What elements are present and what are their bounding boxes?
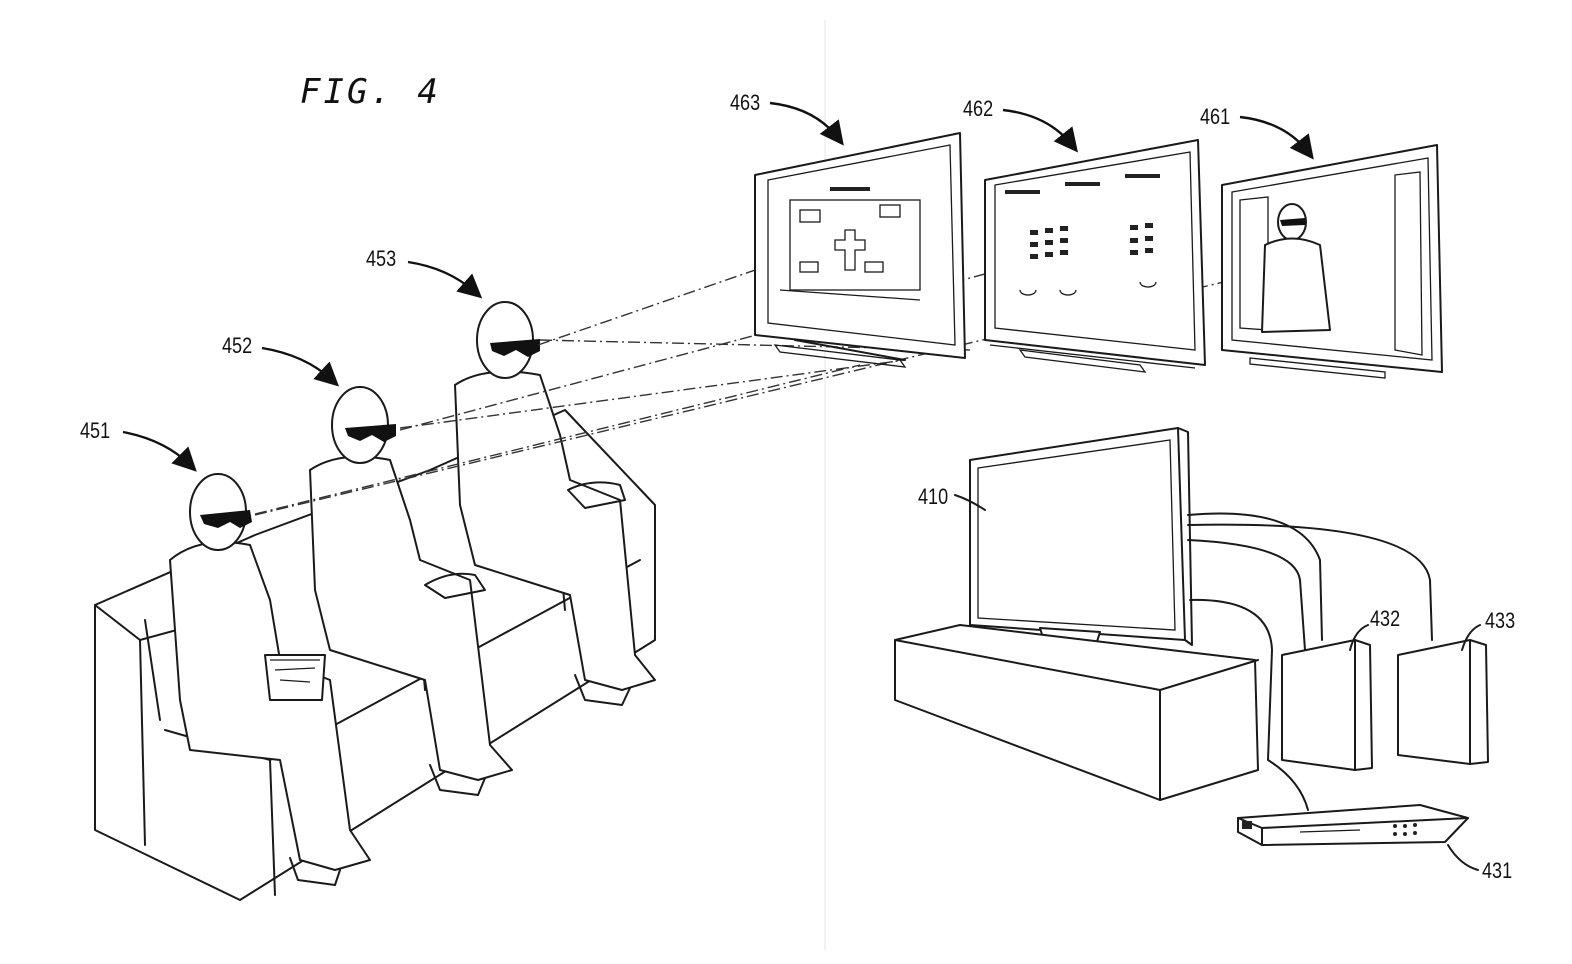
- label-display-410: 410: [918, 484, 949, 509]
- label-player-431: 431: [1482, 858, 1513, 883]
- viewer-451: [169, 473, 371, 886]
- label-console-433: 433: [1485, 608, 1516, 633]
- leader-arrows: [122, 101, 1481, 871]
- display-410: [969, 427, 1193, 656]
- viewer-453: [454, 301, 656, 706]
- figure-title: FIG. 4: [300, 72, 441, 112]
- label-viewer-453: 453: [366, 246, 397, 271]
- tv-stand: [894, 624, 1259, 801]
- viewer-452: [309, 386, 513, 796]
- label-screen-463: 463: [730, 90, 761, 115]
- screen-461: [1221, 144, 1443, 379]
- console-433: [1397, 639, 1489, 765]
- screen-463: [754, 132, 966, 368]
- label-viewer-452: 452: [222, 333, 253, 358]
- console-432: [1281, 639, 1373, 771]
- label-screen-462: 462: [963, 96, 994, 121]
- label-console-432: 432: [1370, 606, 1401, 631]
- invaders-grid: [1030, 223, 1153, 259]
- label-viewer-451: 451: [80, 418, 111, 443]
- player-431: [1237, 804, 1469, 846]
- label-screen-461: 461: [1200, 104, 1231, 129]
- cables: [1187, 512, 1433, 811]
- screen-462: [984, 139, 1206, 373]
